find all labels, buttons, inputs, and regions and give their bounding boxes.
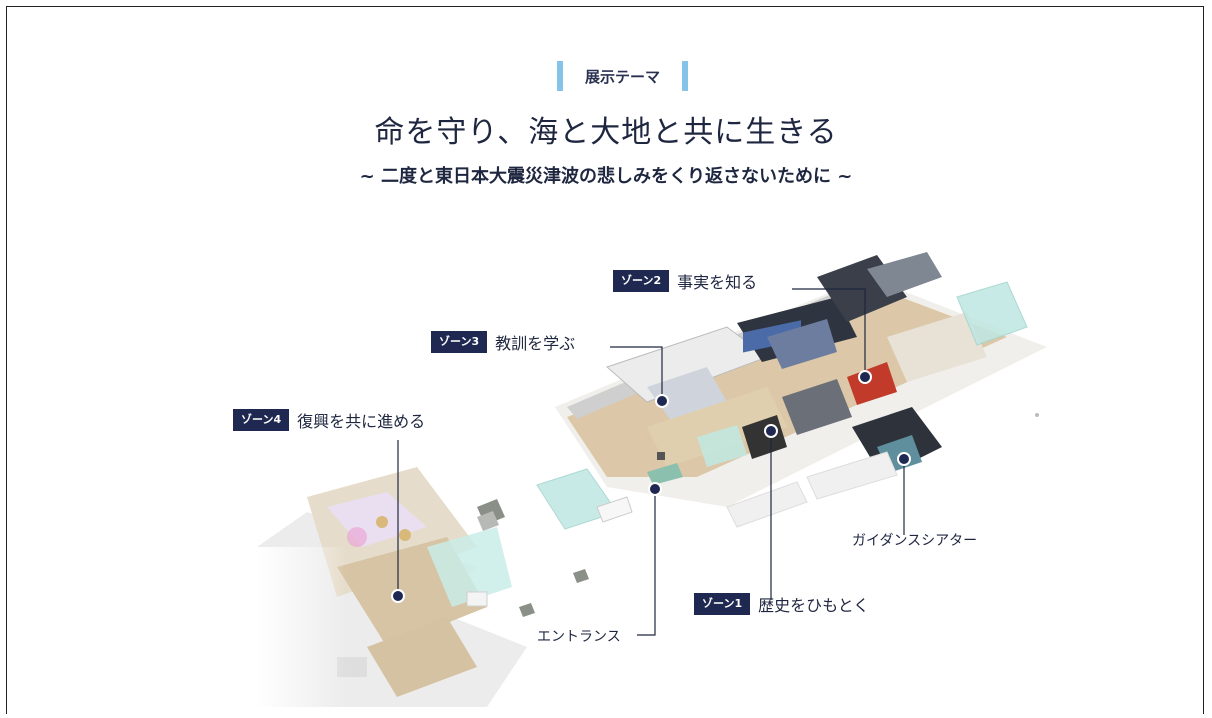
guidance-theater-label[interactable]: ガイダンスシアター <box>852 533 978 549</box>
zone4-label[interactable]: ゾーン4 復興を共に進める <box>233 408 425 432</box>
hotspot-zone2[interactable] <box>858 370 872 384</box>
left-wing <box>257 467 589 707</box>
leader-lines <box>397 288 905 636</box>
theme-label-text: 展示テーマ <box>585 67 661 86</box>
zone3-name: 教訓を学ぶ <box>495 334 576 353</box>
zone1-name: 歴史をひもとく <box>758 596 870 615</box>
hotspot-zone3[interactable] <box>655 394 669 408</box>
hotspot-zone4[interactable] <box>391 589 405 603</box>
zone2-label[interactable]: ゾーン2 事実を知る <box>613 269 757 293</box>
hotspot-entrance[interactable] <box>648 482 662 496</box>
zone2-tag: ゾーン2 <box>613 270 670 292</box>
zone2-name: 事実を知る <box>677 273 758 292</box>
floor-map <box>257 252 1047 707</box>
page-frame: 展示テーマ 命を守り、海と大地と共に生きる ~ 二度と東日本大震災津波の悲しみを… <box>6 6 1204 714</box>
zone4-tag: ゾーン4 <box>233 409 290 431</box>
zone3-label[interactable]: ゾーン3 教訓を学ぶ <box>431 330 575 354</box>
sub-title: ~ 二度と東日本大震災津波の悲しみをくり返さないために ~ <box>359 166 853 187</box>
theme-label: 展示テーマ <box>557 61 689 91</box>
zone3-tag: ゾーン3 <box>431 331 488 353</box>
hotspot-zone1[interactable] <box>764 424 778 438</box>
zone4-name: 復興を共に進める <box>297 412 426 431</box>
zone1-label[interactable]: ゾーン1 歴史をひもとく <box>694 592 869 616</box>
main-building <box>477 252 1047 531</box>
accent-bar-right <box>682 61 689 91</box>
hotspot-guidance-theater[interactable] <box>897 452 911 466</box>
zone1-tag: ゾーン1 <box>694 593 751 615</box>
main-title: 命を守り、海と大地と共に生きる <box>374 115 838 150</box>
entrance-label[interactable]: エントランス <box>537 629 621 645</box>
hotspots <box>391 370 911 603</box>
accent-bar-left <box>557 61 563 91</box>
